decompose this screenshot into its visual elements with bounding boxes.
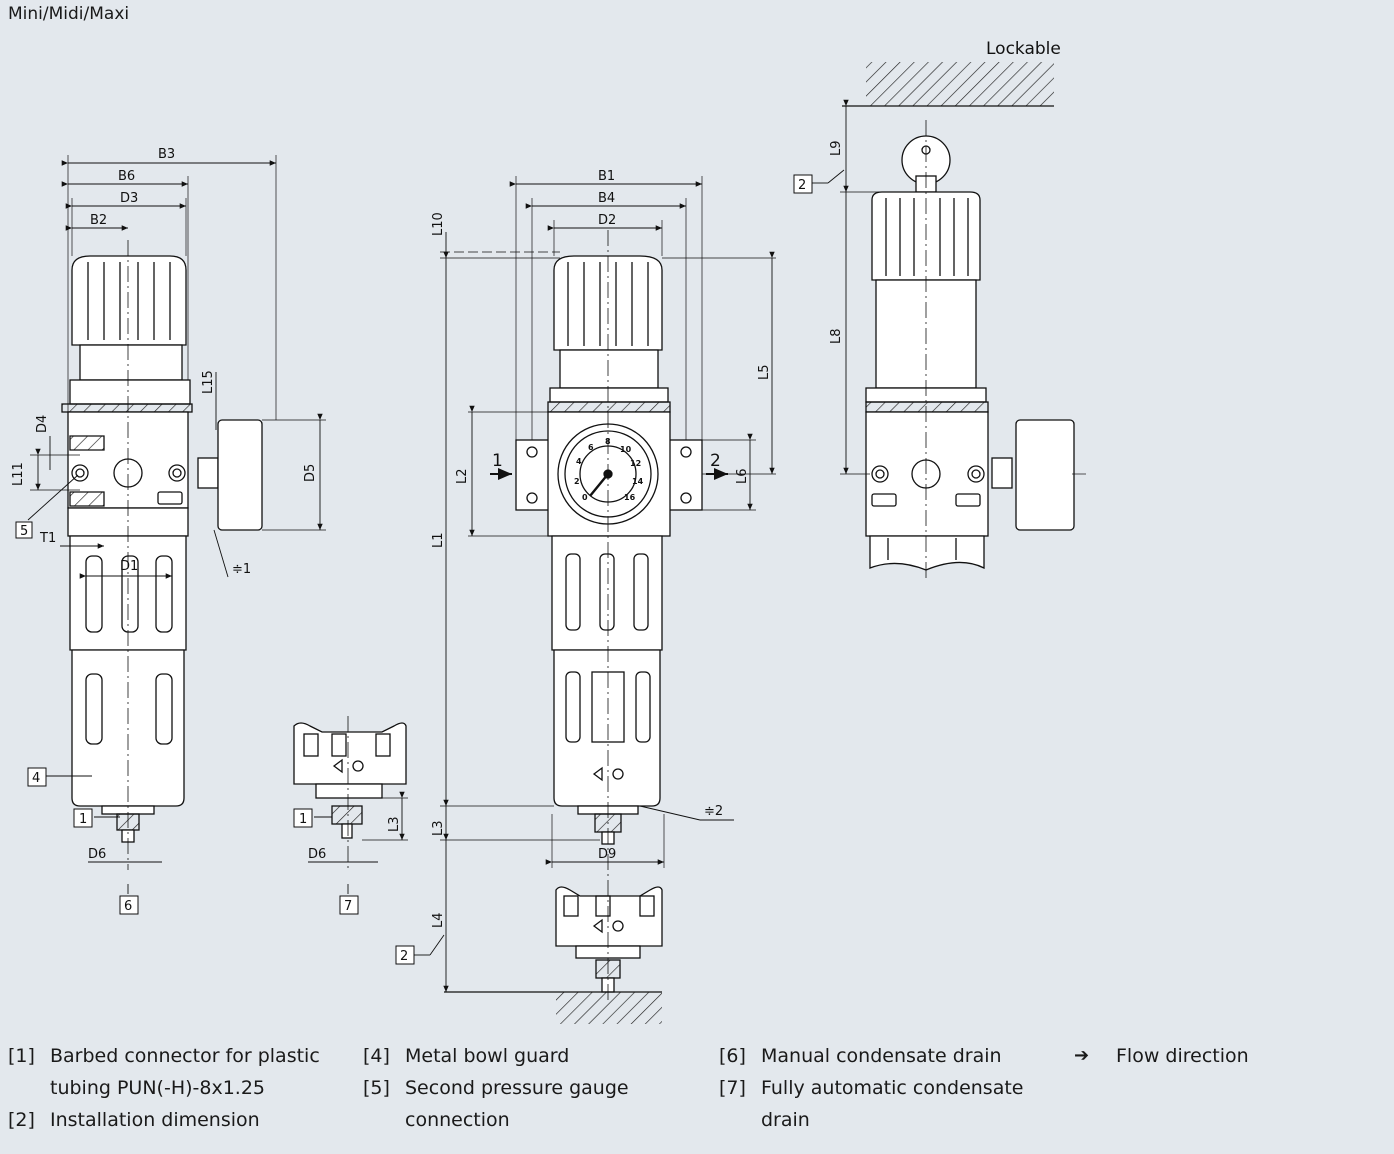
dim-D5: D5 xyxy=(303,464,318,482)
dim-L3-auto: L3 xyxy=(387,816,402,832)
wrench-size-2: ≑2 xyxy=(704,804,723,819)
legend-num: [6] xyxy=(719,1045,746,1067)
legend-item-7: [7] Fully automatic condensate drain xyxy=(719,1072,1031,1136)
dim-L4: L4 xyxy=(431,912,446,928)
gauge-num-10: 10 xyxy=(620,445,632,454)
dimension-drawing: B3 B6 D3 B2 D5 L15 D4 L11 T1 D1 ≑1 D6 5 … xyxy=(11,39,1086,1024)
lockable-view xyxy=(812,62,1086,580)
callout-1-left: 1 xyxy=(79,812,87,827)
wrench-size-1: ≑1 xyxy=(232,562,251,577)
dim-B4: B4 xyxy=(598,191,615,206)
flow-in-port: 1 xyxy=(492,451,503,471)
callout-7: 7 xyxy=(344,899,352,914)
gauge-num-8: 8 xyxy=(605,437,611,446)
gauge-num-2: 2 xyxy=(574,477,580,486)
dim-D1: D1 xyxy=(120,559,138,574)
dim-L1: L1 xyxy=(431,532,446,548)
lockable-labels: Lockable L9 L8 2 xyxy=(793,39,1061,344)
page-title: Mini/Midi/Maxi xyxy=(8,4,130,24)
dim-L11: L11 xyxy=(11,462,26,486)
dim-L3: L3 xyxy=(431,820,446,836)
legend-item-flow: ➔ Flow direction xyxy=(1074,1040,1386,1072)
legend-item-6: [6] Manual condensate drain xyxy=(719,1040,1031,1072)
dim-L9: L9 xyxy=(829,140,844,156)
dim-L6: L6 xyxy=(735,468,750,484)
legend-col-2: [4] Metal bowl guard [5] Second pressure… xyxy=(363,1040,675,1136)
dim-B3: B3 xyxy=(158,147,175,162)
dim-B2: B2 xyxy=(90,213,107,228)
gauge-num-4: 4 xyxy=(576,457,582,466)
legend-item-5: [5] Second pressure gauge connection xyxy=(363,1072,675,1136)
dim-L15: L15 xyxy=(201,370,216,394)
dim-D4: D4 xyxy=(35,415,50,433)
legend-num: [2] xyxy=(8,1109,35,1131)
dim-T1: T1 xyxy=(39,531,56,546)
dim-D6: D6 xyxy=(88,847,106,862)
legend-num: [5] xyxy=(363,1077,390,1099)
auto-drain-labels: 1 L3 D6 7 xyxy=(293,808,402,915)
legend-num: [4] xyxy=(363,1045,390,1067)
callout-4: 4 xyxy=(32,771,40,786)
left-view-labels: B3 B6 D3 B2 D5 L15 D4 L11 T1 D1 ≑1 D6 xyxy=(11,147,318,862)
legend-text: Flow direction xyxy=(1116,1045,1249,1067)
front-view xyxy=(414,176,776,1024)
side-view-left xyxy=(27,155,326,894)
legend-text: Fully automatic condensate drain xyxy=(761,1077,1024,1131)
legend-col-3: [6] Manual condensate drain [7] Fully au… xyxy=(719,1040,1031,1136)
dim-L10: L10 xyxy=(431,212,446,236)
callout-2-lockable: 2 xyxy=(798,178,806,193)
legend-text: Installation dimension xyxy=(50,1109,260,1131)
callout-1-auto: 1 xyxy=(299,812,307,827)
auto-drain-view xyxy=(293,716,408,894)
legend-text: Barbed connector for plastic tubing PUN(… xyxy=(50,1045,320,1099)
dim-L8: L8 xyxy=(829,328,844,344)
callout-6: 6 xyxy=(124,899,132,914)
dim-D2: D2 xyxy=(598,213,616,228)
legend-text: Second pressure gauge connection xyxy=(405,1077,629,1131)
gauge-num-6: 6 xyxy=(588,443,594,452)
gauge-num-14: 14 xyxy=(632,477,644,486)
dim-D6-auto: D6 xyxy=(308,847,326,862)
legend-num: [7] xyxy=(719,1077,746,1099)
left-view-callouts: 5 4 1 6 xyxy=(15,521,139,915)
gauge-num-16: 16 xyxy=(624,493,636,502)
gauge-num-0: 0 xyxy=(582,493,588,502)
legend-item-2: [2] Installation dimension xyxy=(8,1104,320,1136)
dim-L5: L5 xyxy=(757,364,772,380)
legend-item-1: [1] Barbed connector for plastic tubing … xyxy=(8,1040,320,1104)
lockable-label: Lockable xyxy=(986,39,1061,59)
dim-B6: B6 xyxy=(118,169,135,184)
legend-item-4: [4] Metal bowl guard xyxy=(363,1040,675,1072)
legend-num: [1] xyxy=(8,1045,35,1067)
legend-text: Manual condensate drain xyxy=(761,1045,1002,1067)
dim-D9: D9 xyxy=(598,847,616,862)
dim-D3: D3 xyxy=(120,191,138,206)
front-view-labels: B1 B4 D2 L10 L1 L2 L5 L6 L3 L4 D9 ≑2 1 2… xyxy=(395,169,772,965)
gauge-num-12: 12 xyxy=(630,459,641,468)
flow-arrow-icon: ➔ xyxy=(1074,1045,1090,1066)
legend-text: Metal bowl guard xyxy=(405,1045,570,1067)
dim-B1: B1 xyxy=(598,169,615,184)
flow-out-port: 2 xyxy=(710,451,721,471)
legend-col-1: [1] Barbed connector for plastic tubing … xyxy=(8,1040,320,1136)
legend-col-4: ➔ Flow direction xyxy=(1074,1040,1386,1072)
dim-L2: L2 xyxy=(455,468,470,484)
callout-2-front: 2 xyxy=(400,949,408,964)
callout-5: 5 xyxy=(20,524,28,539)
gauge-scale: 0 2 4 6 8 10 12 14 16 xyxy=(574,437,644,502)
